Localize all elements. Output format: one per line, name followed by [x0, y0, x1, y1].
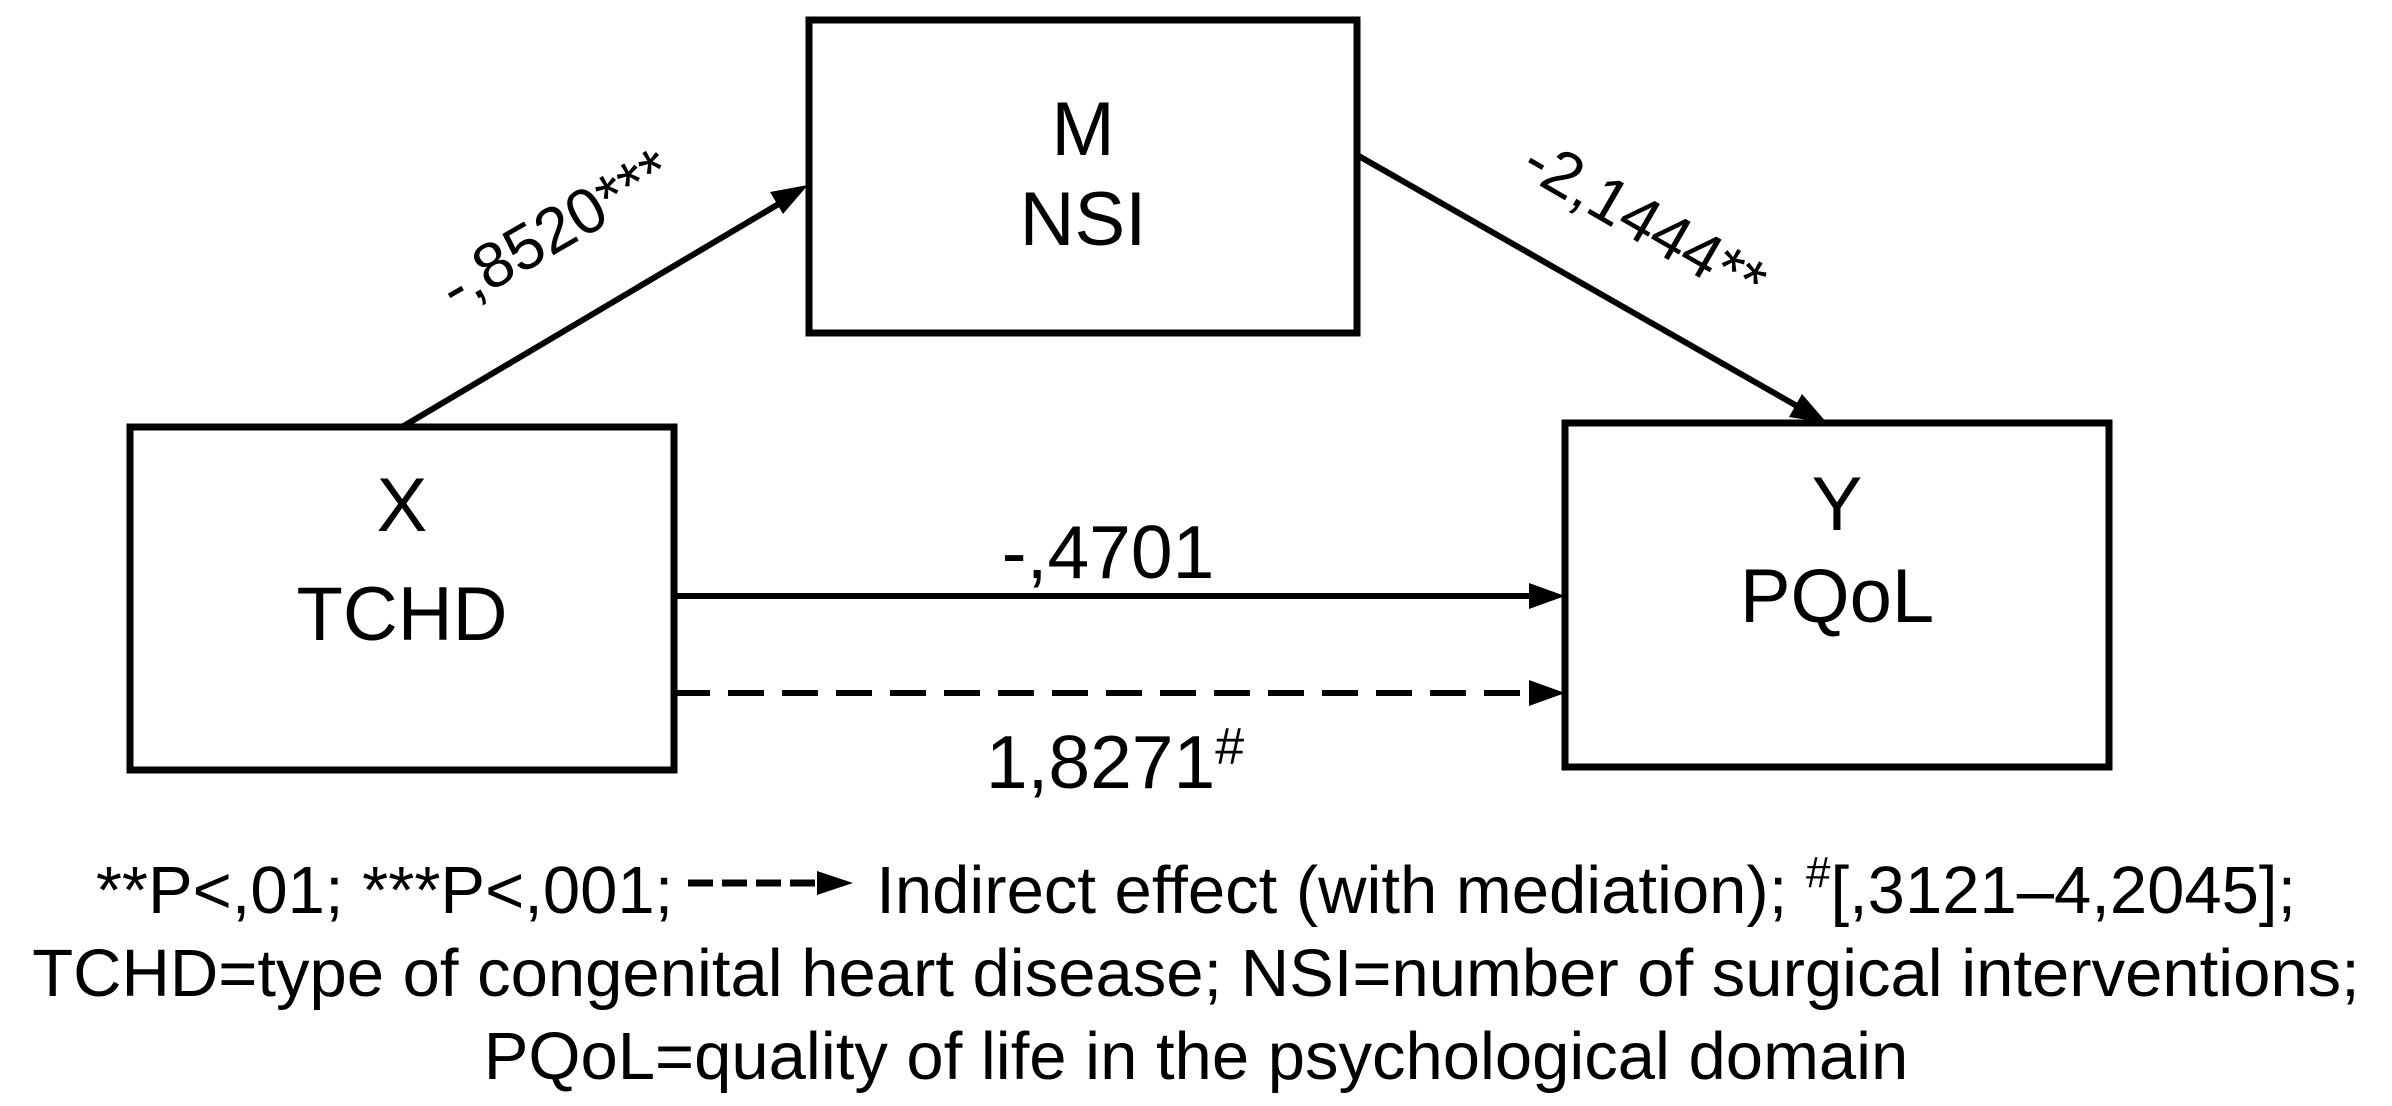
box-y-name: PQoL: [1740, 554, 1934, 639]
path-label-direct: -,4701: [1002, 510, 1215, 594]
box-m: [805, 16, 1361, 337]
footnote-line-3: PQoL=quality of life in the psychologica…: [483, 1019, 1909, 1094]
path-m-to-y: [1355, 152, 1799, 409]
box-x: [126, 423, 678, 774]
path-label-indirect-sup: #: [1215, 718, 1244, 776]
footnote: **P<,01; ***P<,001; Indirect effect (with…: [0, 831, 2392, 1098]
box-x-name: TCHD: [296, 572, 507, 657]
box-m-name: NSI: [1020, 177, 1147, 262]
arrowhead-icon: [1529, 583, 1565, 609]
box-y: [1561, 419, 2113, 771]
path-label-x-to-m: -,8520***: [426, 134, 684, 324]
footnote-confidence-interval: [,3121–4,2045];: [1830, 853, 2297, 928]
arrowhead-icon: [1789, 394, 1827, 423]
footnote-line-2: TCHD=type of congenital heart disease; N…: [32, 936, 2360, 1011]
footnote-significance: **P<,01; ***P<,001;: [95, 853, 674, 928]
path-label-indirect-value: 1,8271: [986, 720, 1215, 804]
arrowhead-icon: [770, 185, 808, 214]
box-y-symbol: Y: [1812, 462, 1863, 547]
dashed-arrow-icon: [688, 871, 854, 895]
path-label-indirect: 1,8271#: [986, 718, 1244, 804]
footnote-indirect-legend: Indirect effect (with mediation);: [876, 853, 1806, 928]
box-m-symbol: M: [1051, 87, 1114, 172]
path-label-m-to-y: -2,1444**: [1511, 123, 1778, 319]
diagram-canvas: X TCHD M NSI Y PQoL -,8520*** -2,1444** …: [126, 16, 2113, 804]
footnote-line-1: **P<,01; ***P<,001; Indirect effect (with…: [0, 831, 2392, 932]
box-x-symbol: X: [377, 463, 428, 548]
arrowhead-icon: [1529, 680, 1565, 706]
path-x-to-m: [400, 199, 784, 430]
footnote-hash-sup: #: [1805, 848, 1831, 897]
